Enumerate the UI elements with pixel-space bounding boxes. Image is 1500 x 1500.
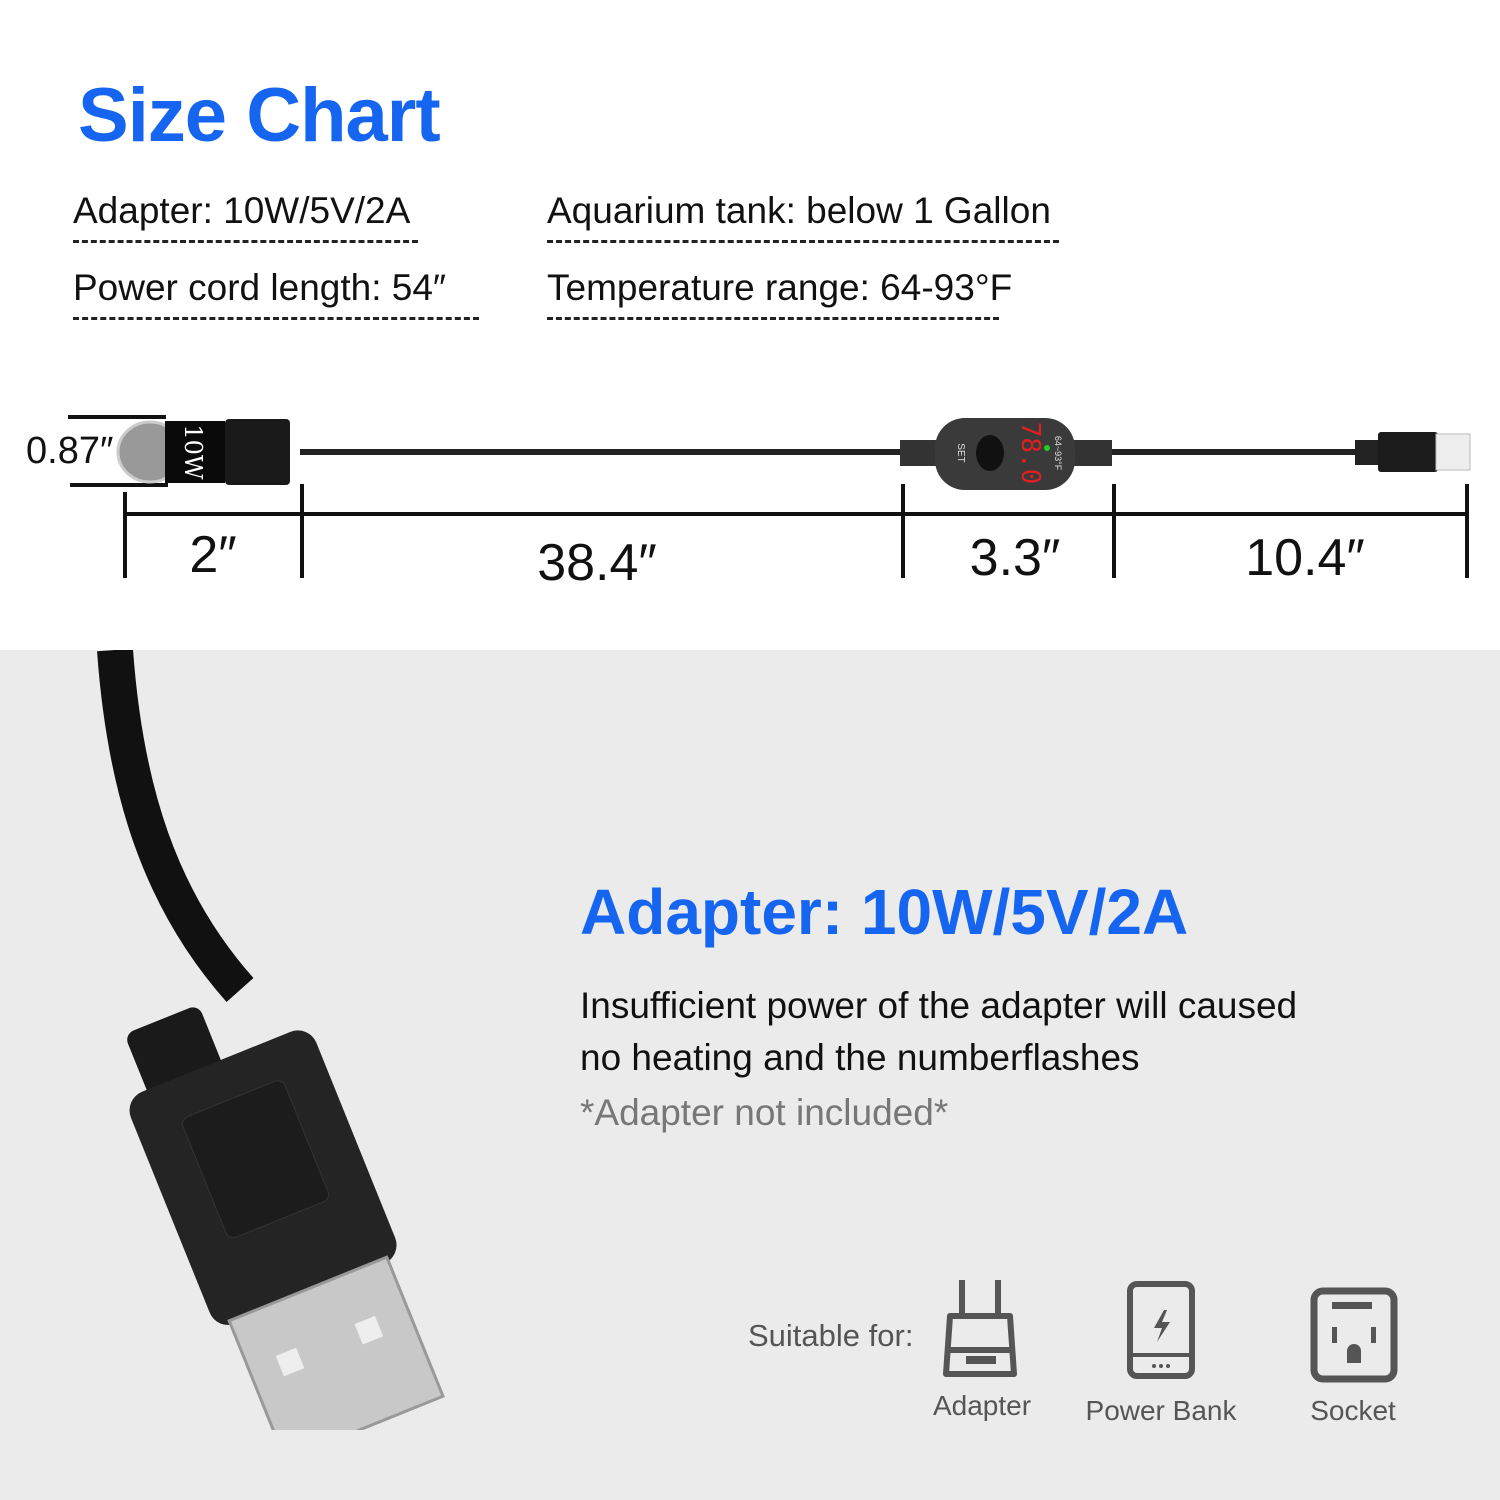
suitable-label: Suitable for: (748, 1318, 914, 1353)
adapter-note: *Adapter not included* (580, 1092, 949, 1133)
usb-relief (1355, 440, 1380, 465)
diameter-mark-bottom (70, 483, 168, 487)
heater-label: 10W (179, 424, 207, 480)
usb-hole (275, 1347, 305, 1377)
size-chart-panel (0, 0, 1500, 650)
spec-adapter: Adapter: 10W/5V/2A (73, 190, 418, 243)
adapter-option-label: Adapter (932, 1390, 1032, 1421)
spec-temp: Temperature range: 64-93°F (547, 267, 1012, 320)
diameter-mark-top (68, 415, 166, 419)
usb-grip (182, 1080, 329, 1239)
socket-icon (1310, 1287, 1398, 1383)
adapter-icon (943, 1280, 1017, 1377)
usb-connector (1435, 433, 1471, 471)
range-label: 64~93°F (1053, 436, 1063, 471)
dim-cord: 38.4″ (537, 534, 657, 592)
dim-usb-cord: 10.4″ (1245, 529, 1365, 587)
power-bank-icon (1127, 1281, 1195, 1379)
heater-diagram: 10W SET 78.0 64~93°F (68, 415, 1471, 578)
controller (935, 418, 1075, 490)
diameter-label: 0.87″ (26, 430, 114, 472)
page-title: Size Chart (78, 73, 441, 158)
spec-tank: Aquarium tank: below 1 Gallon (547, 190, 1059, 243)
dimension-line (123, 484, 1469, 578)
usb-plug (1378, 432, 1438, 472)
socket-option-label: Socket (1310, 1395, 1396, 1426)
strain-relief-left (900, 440, 940, 466)
warning-line: no heating and the numberflashes (580, 1037, 1140, 1078)
power-bank-option-label: Power Bank (1085, 1395, 1237, 1426)
temp-display: 78.0 (1015, 422, 1045, 485)
spec-cord: Power cord length: 54″ (73, 267, 479, 320)
set-button[interactable] (976, 435, 1004, 471)
set-label: SET (955, 443, 966, 462)
heater-cap (225, 419, 290, 485)
cable (97, 650, 254, 1002)
power-led (1044, 445, 1050, 451)
dim-controller: 3.3″ (969, 529, 1061, 587)
warning-line: Insufficient power of the adapter will c… (580, 985, 1298, 1026)
adapter-warning: Insufficient power of the adapter will c… (580, 980, 1297, 1084)
usb-hole (354, 1315, 384, 1345)
strain-relief-right (1072, 440, 1112, 466)
dim-heater: 2″ (189, 526, 237, 584)
heater-body (165, 421, 225, 483)
adapter-heading: Adapter: 10W/5V/2A (580, 876, 1189, 948)
usb-metal (227, 1255, 445, 1430)
usb-cable-photo (97, 650, 445, 1430)
